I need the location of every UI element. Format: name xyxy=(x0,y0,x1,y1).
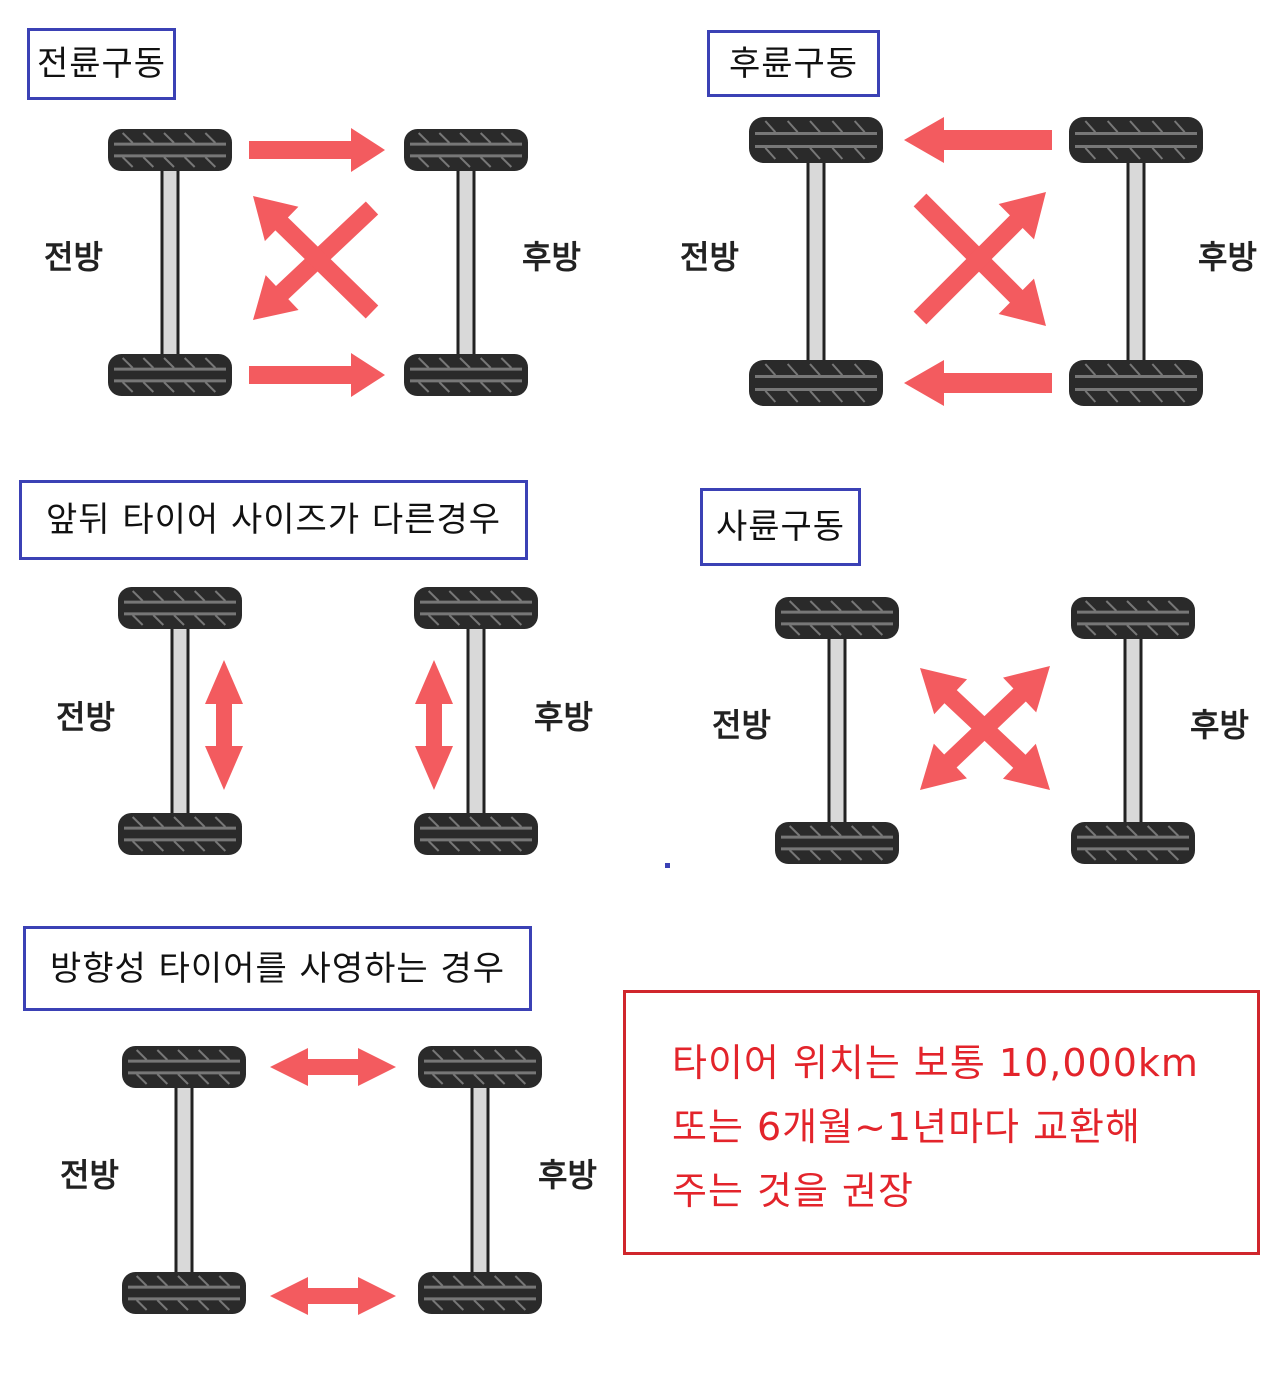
panel-title-directional: 방향성 타이어를 사영하는 경우 xyxy=(23,926,532,1011)
fwd-rear-axle xyxy=(456,167,476,358)
fwd-arrow-bottom-right xyxy=(249,353,385,397)
rwd-rear-tire-bottom xyxy=(1069,360,1203,406)
rwd-front-tire-top xyxy=(749,117,883,163)
dir-front-tire-bottom xyxy=(122,1272,246,1314)
panel-title-fwd: 전륜구동 xyxy=(27,28,176,100)
fwd-arrow-top-right xyxy=(249,128,385,172)
dir-arrow-top-horizontal xyxy=(270,1048,396,1086)
rwd-front-tire-bottom xyxy=(749,360,883,406)
note-line-2: 또는 6개월~1년마다 교환해 xyxy=(672,1105,1141,1149)
panel-title-rwd: 후륜구동 xyxy=(707,30,880,97)
rwd-arrow-top-left xyxy=(904,117,1052,163)
fwd-front-axle xyxy=(160,167,180,358)
diff-front-tire-top xyxy=(118,587,242,629)
front-label-rwd: 전방 xyxy=(680,238,739,276)
awd-front-axle xyxy=(827,635,847,826)
rwd-arrow-diag-up-right xyxy=(913,192,1046,325)
rwd-rear-axle xyxy=(1126,159,1146,364)
front-label-directional: 전방 xyxy=(60,1156,119,1194)
awd-rear-tire-bottom xyxy=(1071,822,1195,864)
dir-arrow-bottom-horizontal xyxy=(270,1277,396,1315)
diff-rear-tire-top xyxy=(414,587,538,629)
awd-front-tire-bottom xyxy=(775,822,899,864)
dir-front-axle xyxy=(174,1084,194,1276)
dir-rear-axle xyxy=(470,1084,490,1276)
stray-dot xyxy=(665,863,670,868)
rear-label-different-size: 후방 xyxy=(534,698,593,736)
panel-title-awd: 사륜구동 xyxy=(700,488,861,566)
rear-label-directional: 후방 xyxy=(538,1156,597,1194)
fwd-front-tire-bottom xyxy=(108,354,232,396)
note-line-1: 타이어 위치는 보통 10,000km xyxy=(672,1041,1199,1085)
fwd-arrow-diag-up-left xyxy=(253,196,379,319)
diff-rear-axle xyxy=(466,625,486,817)
rear-label-fwd: 후방 xyxy=(522,238,581,276)
fwd-rear-tire-bottom xyxy=(404,354,528,396)
awd-rear-tire-top xyxy=(1071,597,1195,639)
diff-arrow-rear-vertical xyxy=(415,660,453,790)
rotation-interval-note: 타이어 위치는 보통 10,000km 또는 6개월~1년마다 교환해 주는 것… xyxy=(623,990,1260,1255)
front-label-fwd: 전방 xyxy=(44,238,103,276)
note-line-3: 주는 것을 권장 xyxy=(672,1169,914,1213)
dir-rear-tire-top xyxy=(418,1046,542,1088)
front-label-awd: 전방 xyxy=(712,706,771,744)
rwd-rear-tire-top xyxy=(1069,117,1203,163)
awd-arrow-diag-b xyxy=(920,666,1050,790)
rear-label-awd: 후방 xyxy=(1190,706,1249,744)
dir-front-tire-top xyxy=(122,1046,246,1088)
panel-title-different-size: 앞뒤 타이어 사이즈가 다른경우 xyxy=(19,480,528,560)
front-label-different-size: 전방 xyxy=(56,698,115,736)
rwd-arrow-bottom-left xyxy=(904,360,1052,406)
rwd-front-axle xyxy=(806,159,826,364)
diff-arrow-front-vertical xyxy=(205,660,243,790)
diff-rear-tire-bottom xyxy=(414,813,538,855)
awd-rear-axle xyxy=(1123,635,1143,826)
fwd-front-tire-top xyxy=(108,129,232,171)
fwd-rear-tire-top xyxy=(404,129,528,171)
diff-front-tire-bottom xyxy=(118,813,242,855)
dir-rear-tire-bottom xyxy=(418,1272,542,1314)
rear-label-rwd: 후방 xyxy=(1198,238,1257,276)
awd-front-tire-top xyxy=(775,597,899,639)
diff-front-axle xyxy=(170,625,190,817)
